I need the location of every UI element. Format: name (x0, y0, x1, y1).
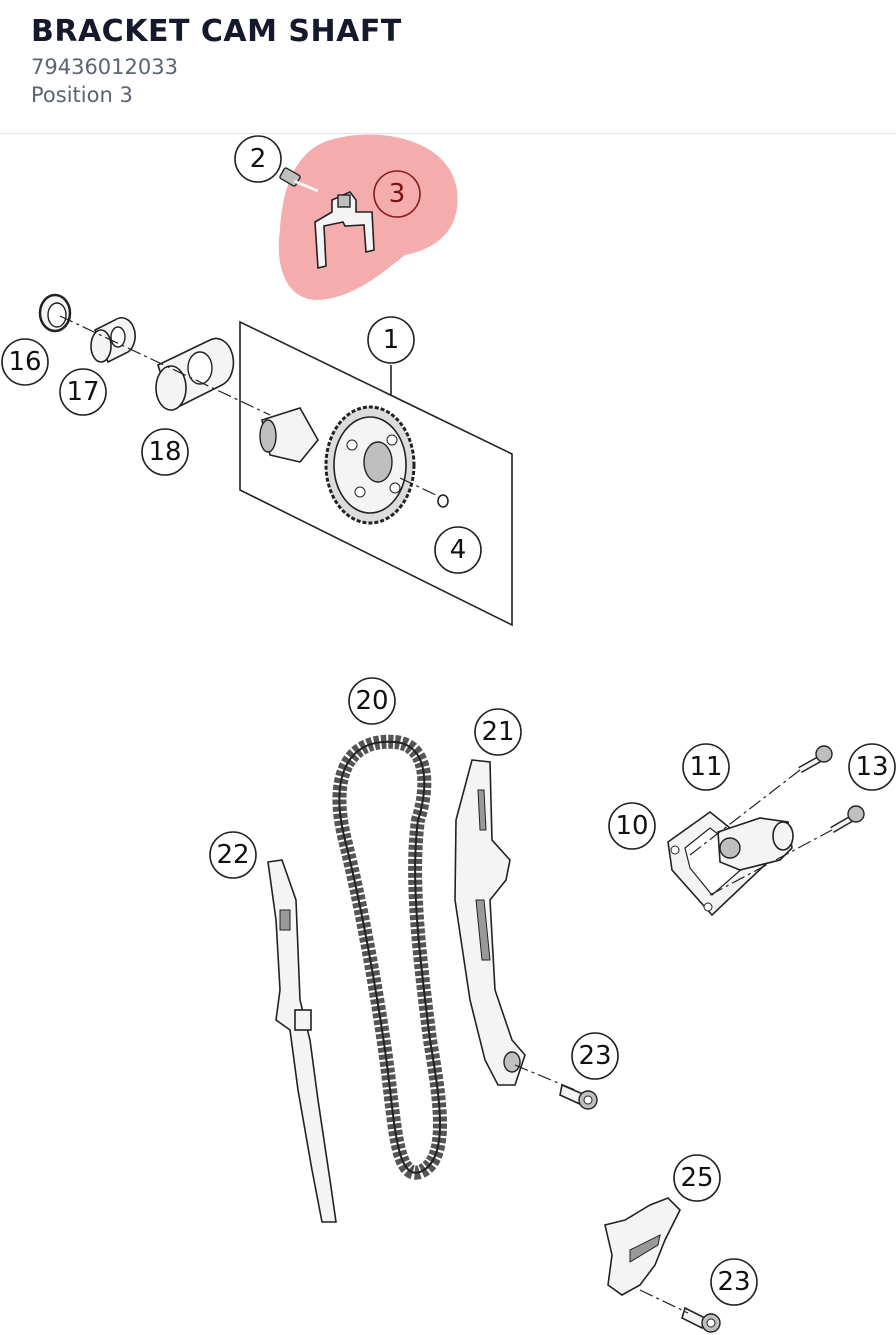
part-2-bolt[interactable] (279, 167, 319, 193)
page-title: BRACKET CAM SHAFT (31, 14, 402, 49)
callout-22[interactable]: 22 (209, 831, 257, 879)
part-22-guide-rail[interactable] (267, 859, 337, 1223)
part-10-gasket[interactable] (667, 810, 772, 917)
callout-25[interactable]: 25 (673, 1154, 721, 1202)
callout-3[interactable]: 3 (373, 170, 421, 218)
svg-text:2: 2 (250, 144, 267, 174)
callout-2[interactable]: 2 (234, 135, 282, 183)
svg-text:18: 18 (148, 437, 181, 467)
header: BRACKET CAM SHAFT 79436012033 Position 3 (0, 0, 896, 134)
callout-20[interactable]: 20 (348, 677, 396, 725)
part-3-bracket[interactable] (314, 191, 375, 270)
svg-text:3: 3 (389, 179, 406, 209)
part-tensioner-body[interactable] (717, 817, 794, 871)
svg-text:13: 13 (855, 752, 888, 782)
svg-text:1: 1 (383, 325, 400, 355)
axis-line (689, 769, 801, 856)
part-4-circlip[interactable] (437, 494, 449, 508)
position-label: Position 3 (31, 83, 133, 107)
svg-text:20: 20 (355, 686, 388, 716)
part-20-timing-chain[interactable] (332, 734, 447, 1180)
axis-line (59, 315, 271, 416)
part-11-bolt[interactable] (798, 745, 833, 774)
callout-17[interactable]: 17 (59, 368, 107, 416)
part-17-bearing[interactable] (90, 317, 136, 364)
part-21-tensioner-rail[interactable] (454, 759, 526, 1086)
svg-text:23: 23 (578, 1041, 611, 1071)
part-number: 79436012033 (31, 55, 178, 79)
callout-23-lower[interactable]: 23 (710, 1258, 758, 1306)
part-1-camshaft-assembly[interactable] (239, 320, 513, 627)
callout-1[interactable]: 1 (367, 316, 415, 364)
callout-10[interactable]: 10 (608, 802, 656, 850)
part-25-chain-guide[interactable] (604, 1197, 681, 1296)
callout-18[interactable]: 18 (141, 428, 189, 476)
callout-13[interactable]: 13 (848, 743, 896, 791)
part-23-bolt-lower[interactable] (681, 1306, 721, 1333)
callout-11[interactable]: 11 (682, 743, 730, 791)
svg-text:17: 17 (66, 377, 99, 407)
part-16-seal-ring[interactable] (38, 293, 72, 333)
axis-line (709, 829, 833, 896)
callout-16[interactable]: 16 (1, 338, 49, 386)
part-13-bolt[interactable] (830, 805, 865, 834)
callout-4[interactable]: 4 (434, 526, 482, 574)
svg-text:23: 23 (717, 1267, 750, 1297)
part-23-bolt-upper[interactable] (559, 1083, 598, 1110)
svg-text:10: 10 (615, 811, 648, 841)
axis-line (639, 1289, 689, 1314)
svg-text:11: 11 (689, 752, 722, 782)
svg-text:16: 16 (8, 347, 41, 377)
callout-21[interactable]: 21 (474, 708, 522, 756)
svg-text:4: 4 (450, 535, 467, 565)
svg-text:22: 22 (216, 840, 249, 870)
callout-23-upper[interactable]: 23 (571, 1032, 619, 1080)
svg-text:21: 21 (481, 717, 514, 747)
part-18-bearing-ring[interactable] (155, 337, 235, 412)
svg-text:25: 25 (680, 1163, 713, 1193)
